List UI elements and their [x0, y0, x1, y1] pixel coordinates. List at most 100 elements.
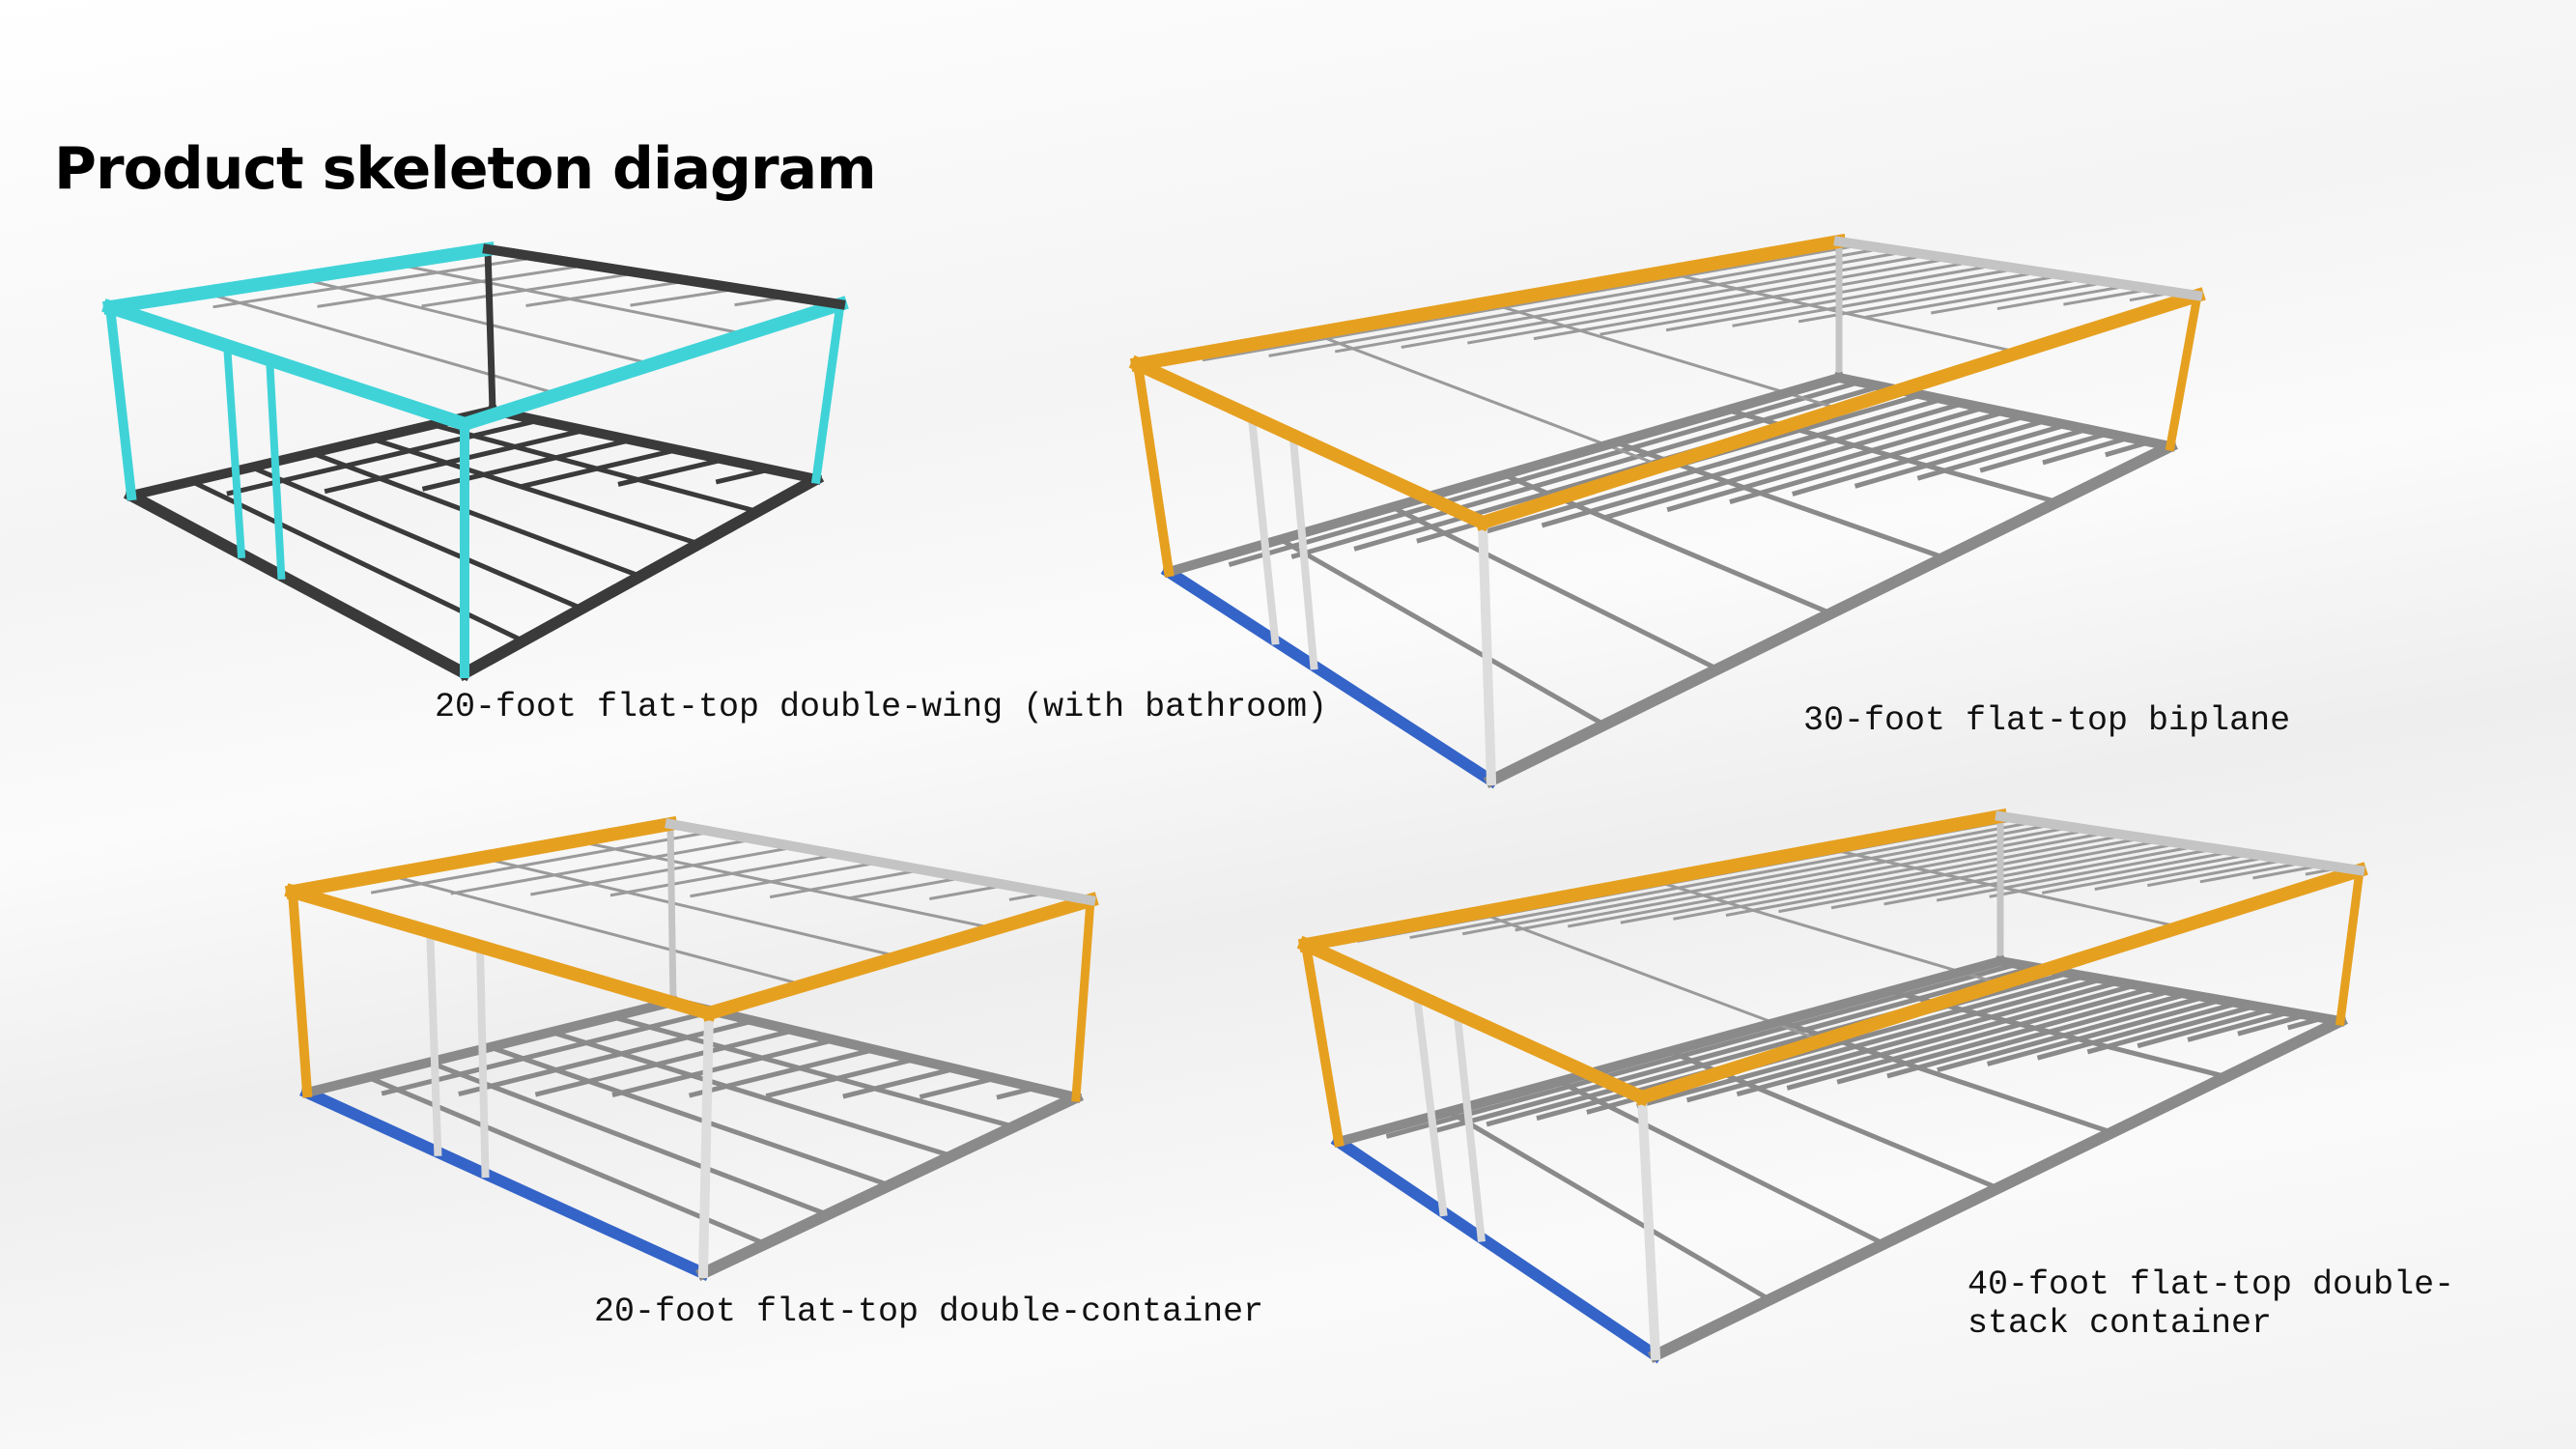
floor-joist	[919, 1075, 999, 1100]
floor-joist	[2137, 1006, 2276, 1049]
roof-joist	[1931, 280, 2109, 315]
corner-post	[1636, 1092, 1661, 1361]
floor-joist	[1937, 994, 2208, 1073]
corner-post	[484, 245, 496, 414]
base-beam	[487, 405, 822, 485]
roof-beam	[1633, 862, 2368, 1106]
corner-post	[1132, 358, 1175, 578]
roof-joist	[212, 255, 540, 309]
mid-post	[265, 355, 286, 581]
roof-beam	[1128, 355, 1492, 532]
corner-post	[810, 298, 846, 485]
roof-joist	[525, 278, 692, 307]
floor-joist	[609, 1013, 1017, 1130]
roof-joist	[690, 860, 883, 898]
floor-joist	[1986, 997, 2224, 1066]
floor-joist	[308, 449, 644, 580]
frame-20ft-double-wing	[101, 242, 849, 682]
roof-joist	[609, 852, 840, 897]
base-beam	[1332, 954, 2007, 1149]
roof-joist	[630, 287, 742, 307]
roof-joist	[1202, 242, 1863, 362]
floor-joist	[1736, 981, 2139, 1097]
roof-joist	[2199, 860, 2307, 884]
frame-40ft-double-stack	[1296, 808, 2368, 1364]
caption-20ft-double-container: 20-foot flat-top double-container	[594, 1293, 1264, 1331]
floor-joist	[1478, 396, 1946, 536]
floor-joist	[2237, 1011, 2309, 1037]
floor-joist	[1792, 417, 2050, 497]
base-beam	[1330, 1133, 1664, 1364]
base-beam	[1162, 371, 1846, 579]
mid-post	[1288, 431, 1318, 670]
corner-post	[666, 820, 677, 1006]
floor-joist	[1435, 964, 2038, 1133]
roof-joist	[1467, 256, 1953, 345]
floor-joist	[2187, 1009, 2293, 1042]
roof-beam	[102, 242, 495, 315]
roof-beam	[284, 883, 718, 1022]
roof-joist	[297, 276, 655, 366]
floor-joist	[421, 437, 635, 492]
mid-post	[1412, 990, 1448, 1217]
base-beam	[1160, 563, 1500, 789]
frame-30ft-biplane	[1128, 233, 2206, 789]
corner-post	[1477, 517, 1497, 786]
roof-joist	[391, 262, 749, 336]
roof-joist	[1725, 836, 2146, 917]
roof-joist	[1334, 249, 1909, 354]
floor-joist	[1786, 984, 2157, 1091]
floor-joist	[1854, 421, 2070, 489]
page-title: Product skeleton diagram	[54, 135, 877, 203]
roof-beam	[1474, 287, 2206, 531]
floor-joist	[426, 1059, 831, 1218]
base-beam	[1647, 1012, 2349, 1364]
base-beam	[125, 404, 499, 502]
roof-joist	[1651, 878, 2003, 986]
roof-joist	[1665, 267, 2021, 332]
roof-beam	[700, 892, 1099, 1022]
roof-joist	[1268, 246, 1886, 357]
floor-joist	[842, 1065, 958, 1099]
roof-joist	[1599, 263, 1998, 336]
floor-joist	[534, 1027, 798, 1097]
roof-joist	[450, 838, 756, 895]
corner-post	[287, 886, 313, 1098]
roof-joist	[1883, 844, 2200, 906]
roof-joist	[1673, 833, 2128, 921]
floor-joist	[1836, 987, 2174, 1085]
roof-beam	[1129, 233, 1848, 373]
roof-beam	[101, 298, 473, 433]
roof-joist	[1514, 825, 2075, 932]
roof-joist	[479, 856, 902, 959]
floor-joist	[1886, 991, 2191, 1079]
floor-joist	[1666, 409, 2008, 513]
base-beam	[1483, 438, 2179, 789]
floor-joist	[1685, 979, 2123, 1103]
floor-joist	[611, 1037, 837, 1098]
roof-joist	[202, 291, 561, 396]
roof-beam	[1833, 236, 2203, 301]
floor-joist	[324, 427, 588, 495]
floor-joist	[1277, 536, 1608, 728]
base-beam	[456, 470, 825, 682]
roof-joist	[1936, 846, 2218, 902]
floor-joist	[1385, 961, 2021, 1139]
floor-joist	[369, 436, 702, 548]
roof-beam	[482, 243, 846, 310]
mid-post	[222, 341, 246, 558]
mid-post	[426, 927, 442, 1156]
roof-beam	[1296, 935, 1652, 1107]
floor-joist	[1290, 383, 1883, 559]
base-beam	[123, 487, 473, 682]
roof-joist	[1533, 260, 1975, 341]
mid-post	[475, 942, 490, 1179]
corner-post	[1071, 895, 1095, 1102]
floor-joist	[688, 1046, 878, 1098]
roof-joist	[370, 830, 715, 895]
roof-joist	[1620, 831, 2110, 924]
corner-post	[2165, 290, 2203, 452]
roof-beam	[665, 818, 1096, 906]
floor-joist	[1636, 976, 2106, 1109]
